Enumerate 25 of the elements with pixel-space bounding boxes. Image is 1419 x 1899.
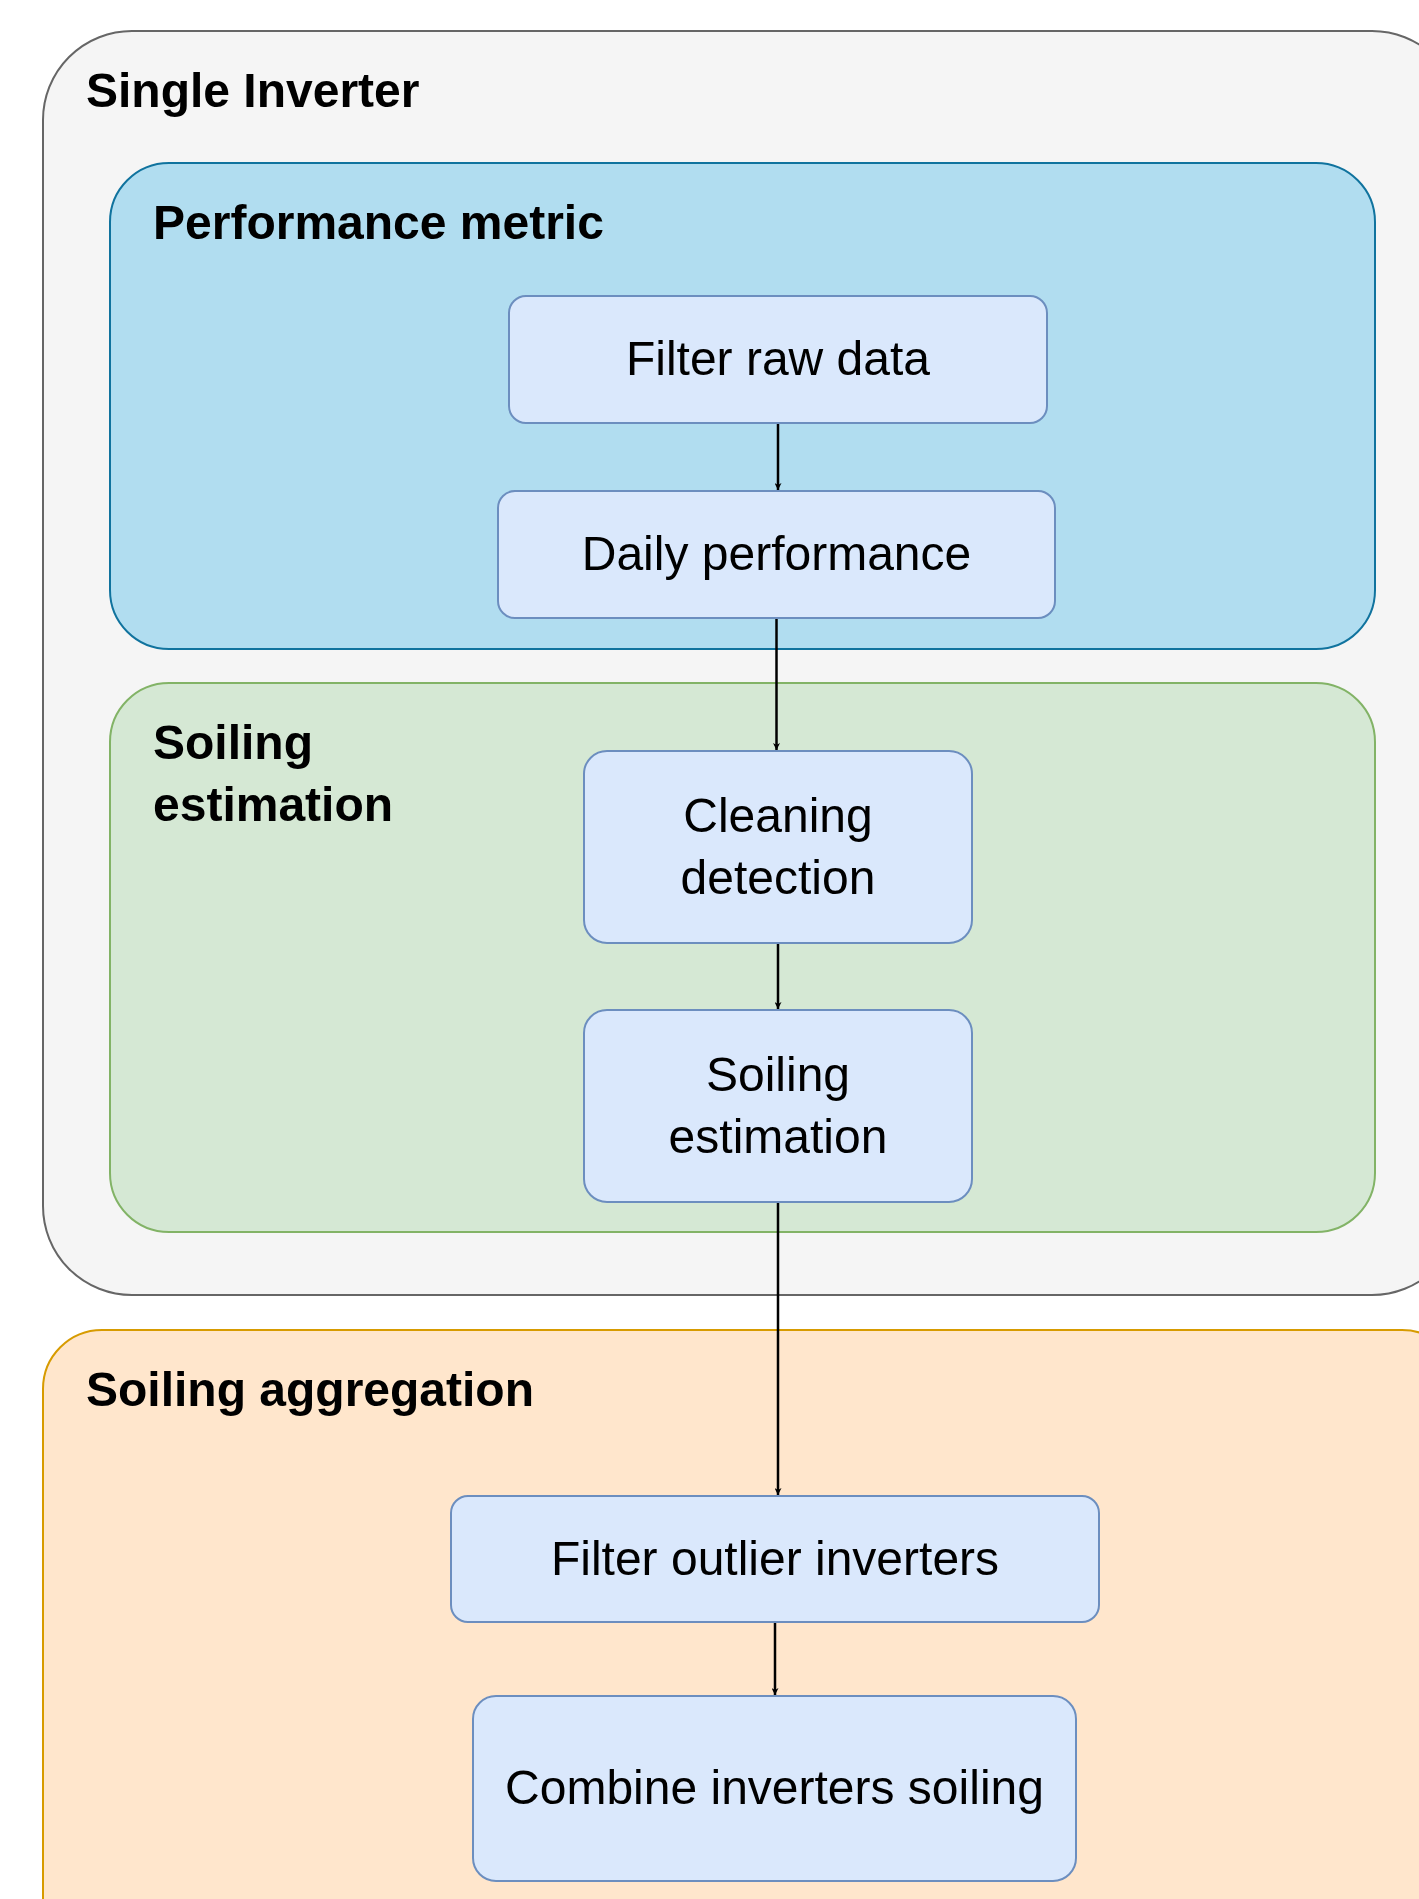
box-label: Combine inverters soiling bbox=[505, 1760, 1044, 1817]
group-heading: Soiling estimation bbox=[153, 715, 395, 834]
group-container bbox=[42, 1329, 1419, 1899]
process-box bbox=[583, 750, 973, 944]
box-label: Filter outlier inverters bbox=[550, 1530, 1000, 1587]
box-label: Filter raw data bbox=[625, 331, 931, 388]
group-heading: Single Inverter bbox=[86, 63, 420, 119]
box-label: Soiling estimation bbox=[667, 1046, 889, 1165]
process-box bbox=[508, 295, 1048, 424]
arrow bbox=[774, 944, 782, 1009]
group-container bbox=[109, 162, 1376, 650]
process-box bbox=[472, 1695, 1077, 1882]
arrow bbox=[771, 1623, 779, 1695]
arrow bbox=[774, 424, 782, 490]
process-box bbox=[497, 490, 1056, 619]
box-label: Cleaning detection bbox=[679, 787, 877, 906]
group-heading: Performance metric bbox=[153, 195, 604, 251]
group-heading: Soiling aggregation bbox=[86, 1362, 534, 1418]
group-container bbox=[109, 682, 1376, 1233]
arrow bbox=[774, 1203, 782, 1495]
box-label: Daily performance bbox=[581, 526, 972, 583]
process-box bbox=[450, 1495, 1100, 1623]
group-container bbox=[42, 30, 1419, 1296]
process-box bbox=[583, 1009, 973, 1203]
arrow bbox=[773, 619, 780, 750]
